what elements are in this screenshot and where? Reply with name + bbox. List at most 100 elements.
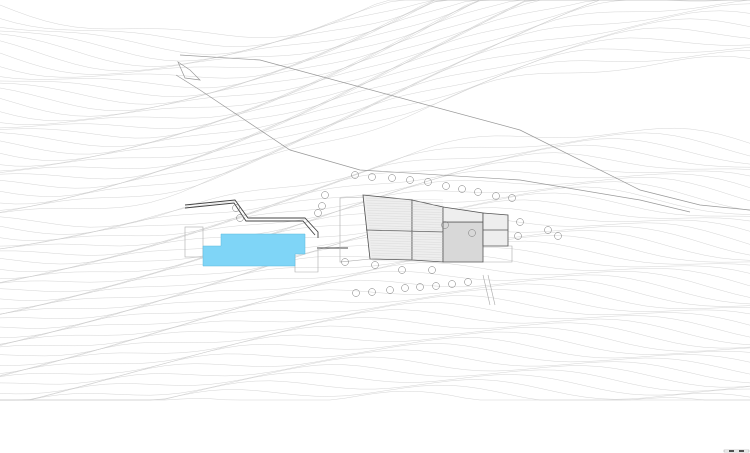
tree-icon [432,282,440,290]
contour-line [0,0,750,38]
contour-line [0,0,750,89]
tree-icon [544,226,552,234]
roof-hatch-line [369,235,444,238]
scale-bar-segment [739,450,744,452]
roof-hatch-line [372,260,444,263]
contour-line [0,0,750,147]
contour-line [0,0,750,79]
contour-line [0,0,750,67]
roof-hatch-line [367,215,444,218]
roof-hatch-line [368,220,444,223]
roof-hatch-line [371,250,444,253]
tree-icon [492,192,500,200]
roof-hatch-line [366,205,444,208]
contour-line [0,309,750,366]
tree-icon [352,289,360,297]
contour-line [0,0,750,161]
contour-line [0,27,750,197]
tree-icon [368,173,376,181]
contour-line [0,144,750,247]
tree-icon [441,221,449,229]
contour-line [0,283,750,346]
contour-line [0,0,750,122]
contour-line [0,138,750,241]
contour-line [0,0,750,47]
contour-line [0,0,750,72]
tree-icon [508,194,516,202]
roof-hatch-line [369,232,444,236]
contour-line [0,0,750,139]
contour-line [0,47,750,211]
contour-line [0,343,750,385]
contour-line [0,390,750,401]
roof-hatching [365,197,444,263]
contour-line [0,356,750,401]
contour-line [0,289,750,345]
tree-icon [416,283,424,291]
tree-icon [232,204,240,212]
tree-icon [406,176,414,184]
contour-line [0,349,750,395]
roof-hatch-line [365,197,444,201]
contour-line [0,325,750,377]
contour-line [0,0,750,62]
contour-line [0,152,750,250]
contour-line [0,302,750,357]
tree-icon [398,266,406,274]
swimming-pool [202,233,306,267]
contour-line [0,337,750,377]
tree-icon [442,182,450,190]
tree-icon [368,288,376,296]
tree-icon [464,278,472,286]
tree-icon [516,218,524,226]
contour-line [0,295,750,348]
tree-icon [371,261,379,269]
contour-line [0,3,750,173]
access-road [175,54,750,213]
contour-line [0,254,750,319]
contour-line [0,0,750,172]
tree-icon [424,178,432,186]
tree-icon [468,229,476,237]
roof-hatch-line [367,217,444,221]
contour-line [0,127,750,228]
roof-hatch-line [369,230,444,233]
tree-icon [458,185,466,193]
roof-hatch-line [366,202,444,206]
contour-line [0,0,750,75]
tree-icon [341,258,349,266]
tree-icon [388,174,396,182]
contour-line [0,372,750,401]
contour-line [0,0,750,97]
tree-icon [428,266,436,274]
tree-icon [401,284,409,292]
roof-hatch-line [370,242,444,246]
tree-icon [314,209,322,217]
contour-line [0,0,750,129]
trees [232,171,562,297]
scale-bar [723,449,750,453]
contour-line [0,384,750,401]
contour-line [0,0,750,112]
tree-icon [474,188,482,196]
roof-block-court-north [442,206,484,223]
roof-hatch-line [369,237,444,241]
contour-line [0,379,750,401]
tree-icon [386,286,394,294]
roof-hatch-line [371,257,444,261]
roof-hatch-line [368,227,444,231]
contour-line [0,331,750,376]
tree-icon [351,171,359,179]
contour-line [0,317,750,374]
contour-line [0,0,750,125]
contour-line [0,0,750,55]
scale-bar-segment [729,450,734,452]
contour-line [0,364,750,401]
tree-icon [236,214,244,222]
tree-icon [514,232,522,240]
roof-hatch-line [367,210,444,213]
tree-icon [448,280,456,288]
contour-line [0,278,750,345]
roof-hatch-line [367,212,444,216]
contour-line [0,50,750,213]
